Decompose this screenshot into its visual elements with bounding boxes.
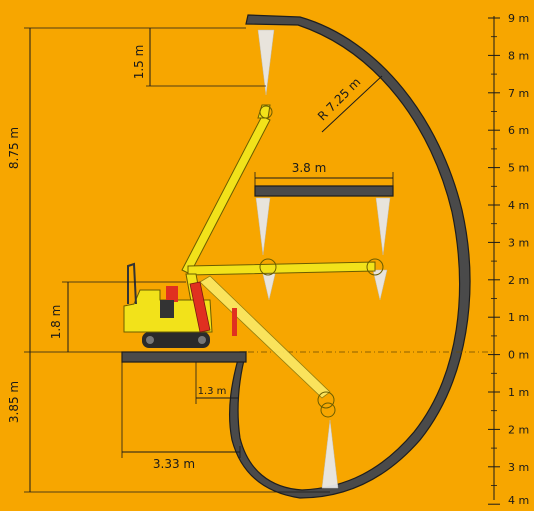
machine-tracks — [142, 332, 210, 348]
label-forward-reach-below: 3.33 m — [153, 457, 195, 471]
dimension-lines — [24, 27, 394, 493]
scale-label: 6 m — [508, 124, 529, 137]
label-height-to-arch-top: 1.5 m — [132, 45, 146, 80]
scale-label: 3 m — [508, 236, 529, 249]
scale-label: 7 m — [508, 87, 529, 100]
label-machine-height: 1.8 m — [49, 305, 63, 340]
booms — [181, 104, 384, 418]
boom-main-up — [181, 115, 271, 275]
label-horizontal-reach: 3.8 m — [292, 161, 327, 175]
machine-cab-frame — [127, 262, 137, 305]
spray-cones — [255, 29, 391, 489]
boom-horizontal — [187, 261, 376, 276]
scale-label: 9 m — [508, 12, 529, 25]
tunnel-rock-lining — [121, 14, 471, 499]
label-step-offset: 1.3 m — [198, 386, 227, 397]
spray-cone-mid-right — [372, 269, 388, 301]
scale-label: 8 m — [508, 49, 529, 62]
spray-cone-left-under-slab — [255, 197, 271, 256]
spraying-machine — [123, 262, 237, 348]
scale-label: 4 m — [508, 494, 529, 506]
machine-red-unit — [166, 286, 178, 302]
scale-label: 5 m — [508, 162, 529, 175]
scale-label: 0 m — [508, 349, 529, 362]
scale-label: 2 m — [508, 274, 529, 287]
height-scale: 9 m 8 m 7 m 6 m 5 m 4 m 3 m 2 m 1 m 0 m 1 m 2 m 3 m 4… — [488, 12, 529, 507]
scale-label: 1 m — [508, 311, 529, 324]
label-height-above-floor: 8.75 m — [7, 127, 21, 169]
boom-lower-diagonal — [199, 275, 331, 399]
spray-cone-bottom — [321, 419, 339, 489]
scale-label: 1 m — [508, 386, 529, 399]
spray-cone-top — [257, 29, 275, 96]
scale-label: 2 m — [508, 423, 529, 436]
label-depth-below-floor: 3.85 m — [7, 381, 21, 423]
spray-cone-right-under-slab — [375, 197, 391, 256]
scale-label: 3 m — [508, 461, 529, 474]
scale-label: 4 m — [508, 199, 529, 212]
